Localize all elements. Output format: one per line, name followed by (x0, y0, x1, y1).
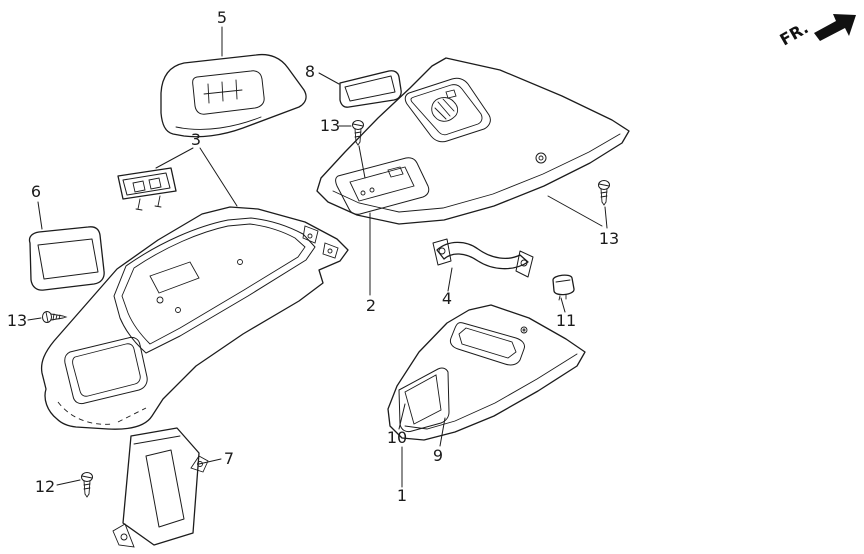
callout-13-left: 13 (7, 311, 27, 330)
screw-icon-left (42, 311, 68, 323)
fr-arrow-icon (814, 14, 856, 41)
callout-13-right: 13 (599, 229, 619, 248)
callout-10: 10 (387, 428, 407, 447)
screw-icon-right (598, 180, 610, 206)
mounting-hole (535, 152, 547, 164)
callout-12: 12 (35, 477, 55, 496)
fr-label: FR. (777, 18, 812, 49)
part-front-cover-drawing (160, 53, 307, 138)
console-lower-drawing (40, 206, 349, 430)
callout-4: 4 (442, 289, 452, 308)
part-pocket-lid-drawing (28, 226, 105, 291)
console-side-tabs (302, 225, 339, 259)
part-switch-panel-drawing (117, 167, 177, 211)
callout-8: 8 (305, 62, 315, 81)
callouts: 5 8 13 3 6 13 2 4 11 13 10 9 1 7 12 (7, 8, 619, 505)
console-upper-drawing (316, 57, 630, 225)
callout-7: 7 (224, 449, 234, 468)
console-rear-drawing (387, 304, 586, 441)
part-bracket-drawing (112, 427, 209, 548)
indicator-platform (335, 157, 430, 215)
callout-2: 2 (366, 296, 376, 315)
leader-lines (27, 26, 608, 488)
screw-icon-top (352, 120, 364, 146)
shift-aperture (404, 77, 491, 143)
callout-13-top: 13 (320, 116, 340, 135)
part-small-lid-drawing (339, 70, 402, 108)
part-support-bracket-drawing (432, 238, 534, 278)
callout-11: 11 (556, 311, 576, 330)
shift-pattern-icon (203, 79, 243, 104)
console-front-opening (64, 336, 148, 405)
screw-icon-bottom (81, 472, 93, 498)
direction-indicator: FR. (777, 14, 856, 49)
callout-6: 6 (31, 182, 41, 201)
callout-3: 3 (191, 130, 201, 149)
callout-5: 5 (217, 8, 227, 27)
rear-front-panel (398, 367, 450, 433)
part-clip-drawing (552, 274, 575, 301)
callout-9: 9 (433, 446, 443, 465)
callout-1: 1 (397, 486, 407, 505)
